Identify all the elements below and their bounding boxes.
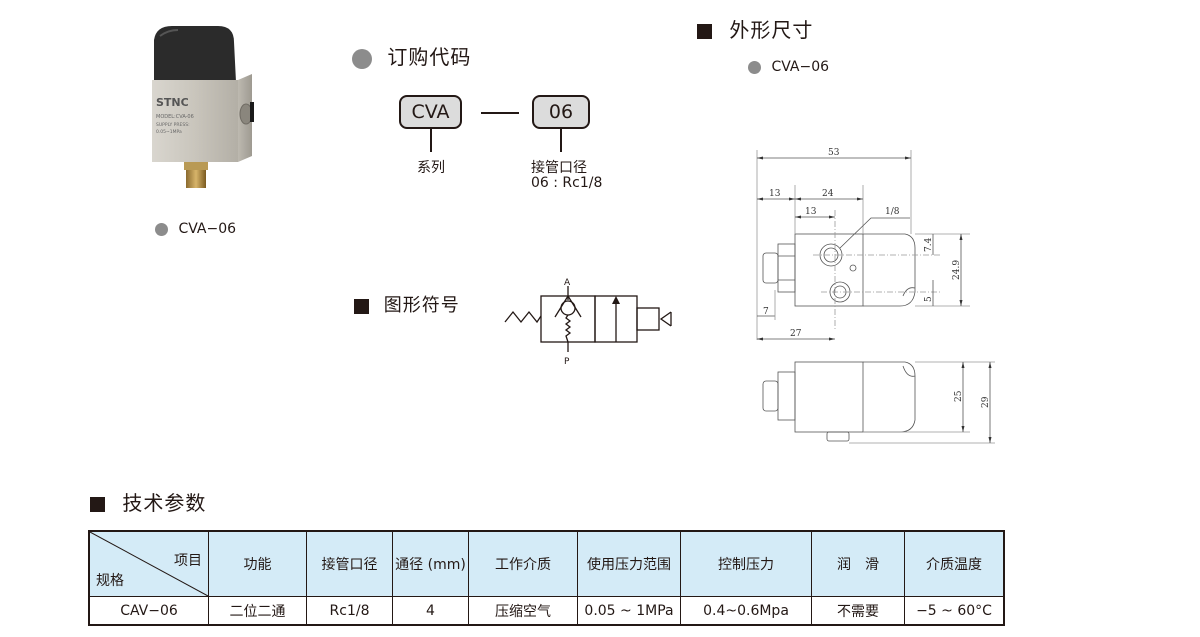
code-separator bbox=[481, 112, 519, 114]
value-cell: 压缩空气 bbox=[468, 596, 578, 626]
value-cell: 4 bbox=[392, 596, 469, 626]
symbol-title: 图形符号 bbox=[354, 291, 460, 317]
value-cell: 0.05 ~ 1MPa bbox=[577, 596, 681, 626]
series-label: 系列 bbox=[417, 160, 445, 176]
dim-27: 27 bbox=[790, 329, 802, 339]
value-cell: 二位二通 bbox=[208, 596, 307, 626]
table-row: CAV−06 二位二通 Rc1/8 4 压缩空气 0.05 ~ 1MPa 0.4… bbox=[88, 596, 1005, 626]
product-label: CVA−06 bbox=[155, 221, 236, 237]
series-code-box: CVA bbox=[399, 95, 462, 129]
tech-title: 技术参数 bbox=[90, 487, 206, 516]
dim-25: 25 bbox=[954, 390, 964, 402]
dim-port-size: 1/8 bbox=[885, 207, 900, 217]
port-a-label: A bbox=[564, 278, 571, 288]
bullet-dot bbox=[155, 222, 168, 236]
bullet-dot bbox=[352, 48, 372, 69]
port-code-box: 06 bbox=[532, 95, 590, 129]
flow-arrow-icon bbox=[612, 296, 620, 304]
port-p-label: P bbox=[564, 357, 570, 367]
header-cell: 控制压力 bbox=[680, 530, 812, 597]
dim-24-9: 24.9 bbox=[952, 260, 962, 280]
value-cell: 0.4~0.6Mpa bbox=[680, 596, 812, 626]
dim-29: 29 bbox=[981, 396, 991, 408]
header-cell: 功能 bbox=[208, 530, 307, 597]
corner-bottom-label: 规格 bbox=[96, 573, 124, 589]
dim-53: 53 bbox=[828, 148, 840, 158]
photo-supply: SUPPLY PRESS: bbox=[156, 122, 190, 128]
series-leader-line bbox=[430, 129, 432, 152]
dimensions-model-label: CVA−06 bbox=[748, 59, 829, 75]
dim-13-inner: 13 bbox=[805, 207, 817, 217]
header-cell: 润 滑 bbox=[811, 530, 905, 597]
diagonal-line bbox=[90, 532, 208, 596]
photo-model: MODEL:CVA-06 bbox=[156, 114, 194, 120]
port-leader-line bbox=[560, 129, 562, 152]
dim-24: 24 bbox=[822, 189, 834, 199]
header-cell: 工作介质 bbox=[468, 530, 578, 597]
header-cell: 使用压力范围 bbox=[577, 530, 681, 597]
body-outline bbox=[794, 233, 864, 307]
dimension-drawing: 53 13 24 13 1/8 7 27 7.4 24.9 5 25 29 bbox=[745, 140, 1005, 452]
dim-7-4: 7.4 bbox=[924, 237, 934, 252]
table-header-row: 项目 规格 功能 接管口径 通径 (mm) 工作介质 使用压力范围 控制压力 润… bbox=[88, 530, 1005, 597]
spring-icon bbox=[504, 310, 542, 324]
square-bullet bbox=[697, 24, 712, 39]
square-bullet bbox=[90, 497, 105, 512]
order-code-title: 订购代码 bbox=[352, 41, 471, 70]
product-photo: STNC MODEL:CVA-06 SUPPLY PRESS: 0.05~1MP… bbox=[138, 22, 254, 190]
corner-header-cell: 项目 规格 bbox=[88, 530, 209, 597]
value-cell: 不需要 bbox=[811, 596, 905, 626]
header-cell: 介质温度 bbox=[904, 530, 1005, 597]
dim-13-left: 13 bbox=[769, 189, 781, 199]
port-desc: 06 : Rc1/8 bbox=[531, 175, 603, 191]
value-cell: −5 ~ 60°C bbox=[904, 596, 1005, 626]
photo-range: 0.05~1MPa bbox=[156, 129, 182, 135]
square-bullet bbox=[354, 298, 369, 314]
header-cell: 通径 (mm) bbox=[392, 530, 469, 597]
photo-brand: STNC bbox=[156, 96, 189, 109]
port-label: 接管口径 bbox=[531, 160, 587, 176]
spec-table: 项目 规格 功能 接管口径 通径 (mm) 工作介质 使用压力范围 控制压力 润… bbox=[88, 530, 1005, 626]
value-cell: Rc1/8 bbox=[306, 596, 393, 626]
corner-top-label: 项目 bbox=[174, 553, 202, 569]
header-cell: 接管口径 bbox=[306, 530, 393, 597]
cap-outline bbox=[863, 233, 916, 307]
dim-7: 7 bbox=[763, 307, 769, 317]
dimensions-title: 外形尺寸 bbox=[697, 14, 813, 43]
valve-symbol: A P bbox=[495, 272, 675, 368]
spec-cell: CAV−06 bbox=[88, 596, 209, 626]
bullet-dot bbox=[748, 60, 761, 74]
dim-5: 5 bbox=[924, 296, 934, 302]
